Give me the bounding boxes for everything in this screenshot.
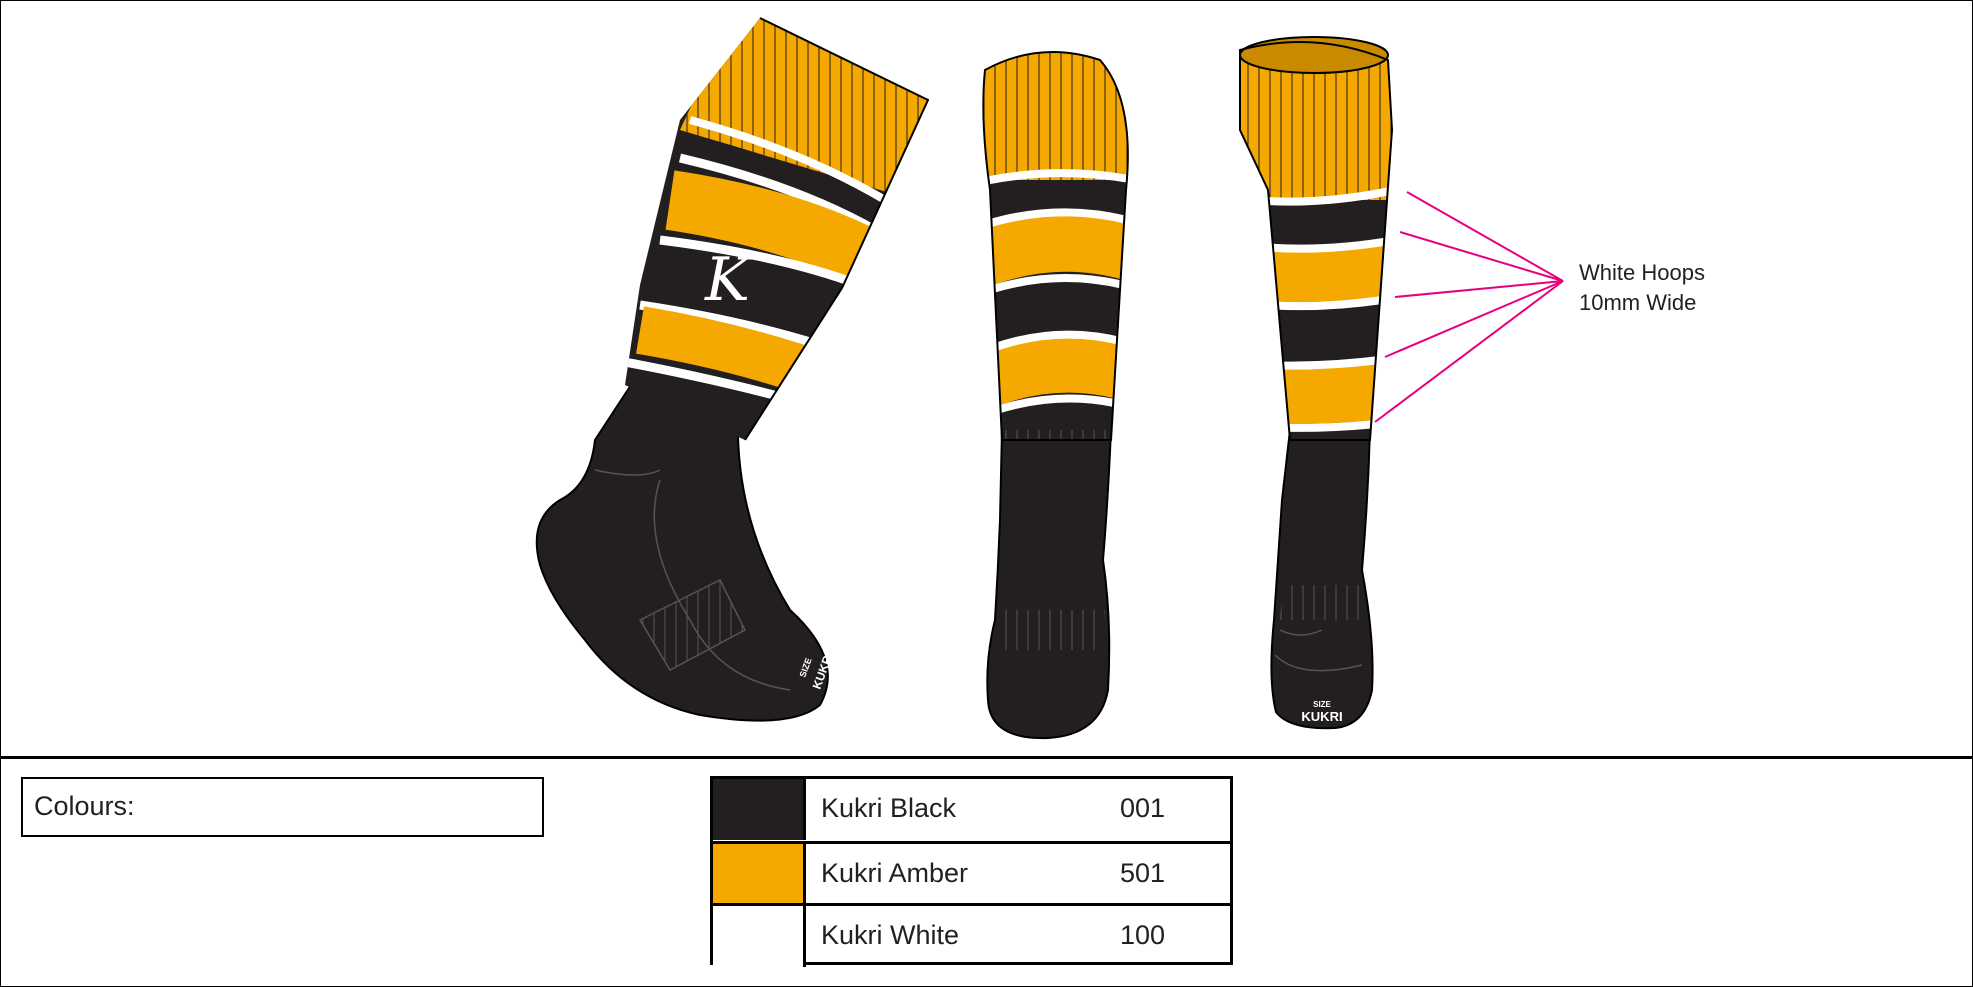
swatch-code: 100 (1120, 920, 1166, 950)
colour-chip (713, 906, 806, 967)
swatch-name: Kukri White (821, 920, 960, 950)
svg-text:KUKRI: KUKRI (1301, 709, 1342, 724)
svg-text:SIZE: SIZE (1313, 700, 1331, 709)
sock-back-view: SIZE KUKRI (1239, 36, 1394, 730)
colour-chip (713, 844, 806, 905)
swatch-row: Kukri Amber 501 (713, 841, 1230, 905)
sock-front-view (982, 51, 1129, 740)
swatch-row: Kukri Black 001 (713, 779, 1230, 840)
sock-side-view: K SIZE KUKRI (535, 17, 930, 722)
callout-line-1: White Hoops (1579, 260, 1705, 285)
colours-box: Colours: (21, 777, 544, 837)
swatch-name: Kukri Black (821, 793, 957, 823)
section-divider (0, 756, 1973, 759)
swatch-code: 501 (1120, 858, 1166, 888)
swatch-code: 001 (1120, 793, 1166, 823)
sock-artwork: K SIZE KUKRI (535, 17, 1564, 740)
colour-swatch-table: Kukri Black 001 Kukri Amber 501 Kukri Wh… (710, 776, 1233, 967)
callout-line-2: 10mm Wide (1579, 290, 1697, 315)
callout-label: White Hoops 10mm Wide (1579, 258, 1705, 318)
swatch-row: Kukri White 100 (713, 903, 1230, 967)
colours-label: Colours: (34, 791, 135, 821)
colour-chip (713, 779, 806, 840)
kukri-crest: K (704, 245, 753, 315)
swatch-name: Kukri Amber (821, 858, 969, 888)
callout-lines (1374, 191, 1564, 423)
